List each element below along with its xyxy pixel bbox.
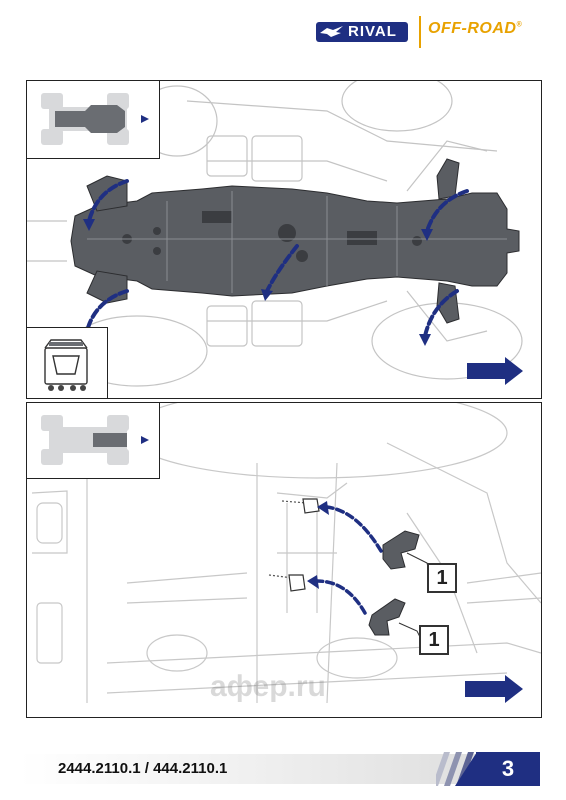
page-number-slant bbox=[455, 752, 477, 786]
rival-bird-icon bbox=[320, 26, 343, 37]
callout-1-lower: 1 bbox=[419, 625, 449, 655]
logo-divider bbox=[419, 16, 421, 48]
skid-plate-kit-icon bbox=[44, 339, 88, 391]
brand-name: RIVAL bbox=[348, 23, 397, 40]
skid-plate-overview-panel bbox=[26, 80, 542, 399]
brand-tagline: OFF-ROAD bbox=[428, 20, 517, 37]
page-number: 3 bbox=[476, 752, 540, 786]
trademark: ® bbox=[516, 21, 523, 29]
skid-plate-kit-inset bbox=[27, 327, 108, 398]
brand-tagline-logo: OFF-ROAD® bbox=[428, 20, 522, 38]
vehicle-underside-illustration bbox=[27, 81, 523, 387]
header: RIVAL OFF-ROAD® bbox=[0, 0, 566, 70]
vehicle-top-view-icon bbox=[41, 415, 149, 465]
rival-logo: RIVAL bbox=[316, 22, 408, 42]
callout-1-upper: 1 bbox=[427, 563, 457, 593]
direction-arrow-icon bbox=[467, 357, 523, 385]
vehicle-top-view-inset bbox=[27, 81, 160, 159]
direction-arrow-icon-2 bbox=[465, 675, 523, 703]
watermark: афер.ru bbox=[210, 670, 326, 703]
footer: 2444.2110.1 / 444.2110.1 3 bbox=[0, 752, 566, 786]
vehicle-top-view-inset-2 bbox=[27, 403, 160, 479]
bracket-mounting-panel: 1 1 bbox=[26, 402, 542, 718]
vehicle-top-view-icon bbox=[41, 93, 149, 145]
part-number: 2444.2110.1 / 444.2110.1 bbox=[58, 760, 228, 777]
